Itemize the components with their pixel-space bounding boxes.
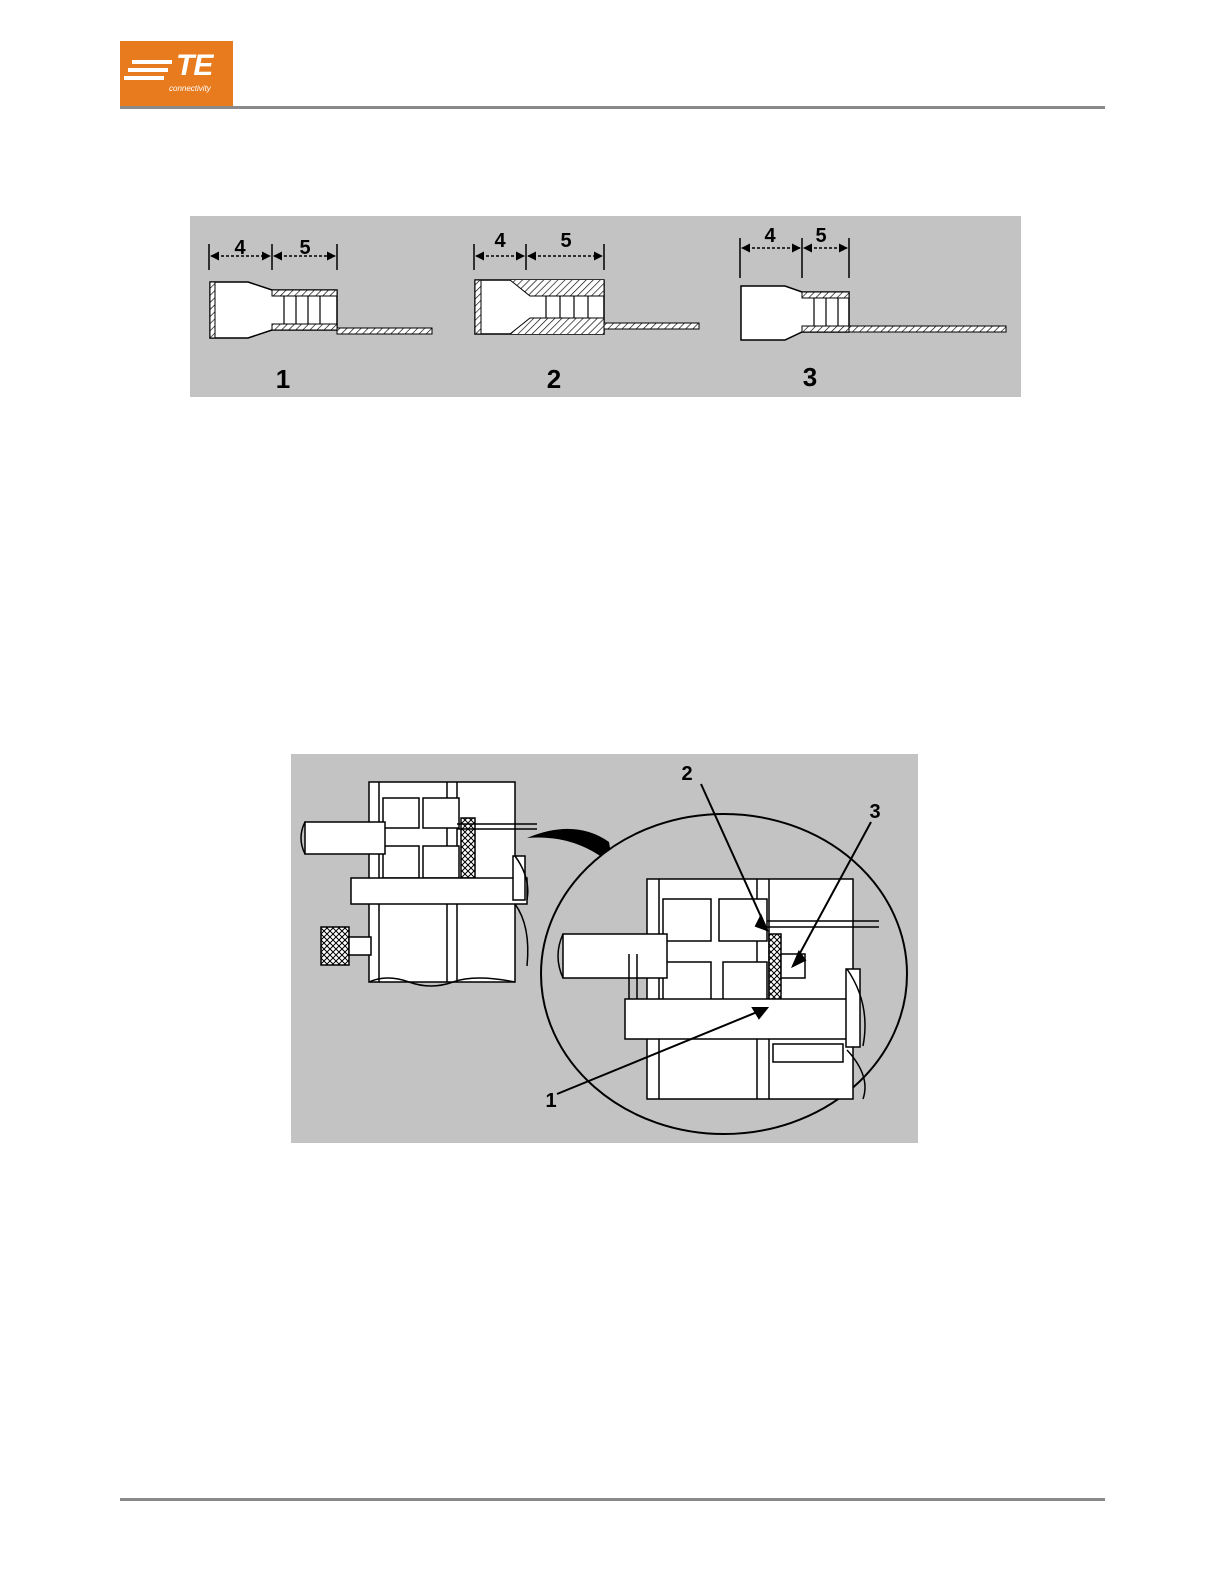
- header-rule: [120, 106, 1105, 109]
- callout-2: 2: [681, 763, 692, 785]
- terminal-3-number: 3: [803, 362, 817, 392]
- terminal-3-dim-b-label: 5: [815, 225, 826, 247]
- logo-text: TE: [176, 49, 212, 83]
- callout-3: 3: [869, 801, 880, 823]
- te-logo: TE connectivity: [120, 41, 233, 106]
- callout-1: 1: [545, 1090, 556, 1112]
- terminal-2-drawing: [474, 244, 699, 334]
- terminal-figure: 4 5 1 4 5 2: [190, 216, 1021, 397]
- tool-detail-figure: 1 2 3: [291, 754, 918, 1143]
- terminal-1-dim-b-label: 5: [299, 237, 310, 259]
- terminal-2-number: 2: [547, 364, 561, 394]
- footer-rule: [120, 1498, 1105, 1501]
- terminal-2-dim-a-label: 4: [494, 230, 506, 252]
- terminal-1-number: 1: [276, 364, 290, 394]
- tool-main-view: [301, 782, 537, 986]
- terminal-3-dim-a-label: 4: [764, 225, 776, 247]
- terminal-1-dim-a-label: 4: [234, 237, 246, 259]
- terminal-3-drawing: [740, 238, 1006, 340]
- terminal-2-dim-b-label: 5: [560, 230, 571, 252]
- logo-subtext: connectivity: [169, 84, 211, 93]
